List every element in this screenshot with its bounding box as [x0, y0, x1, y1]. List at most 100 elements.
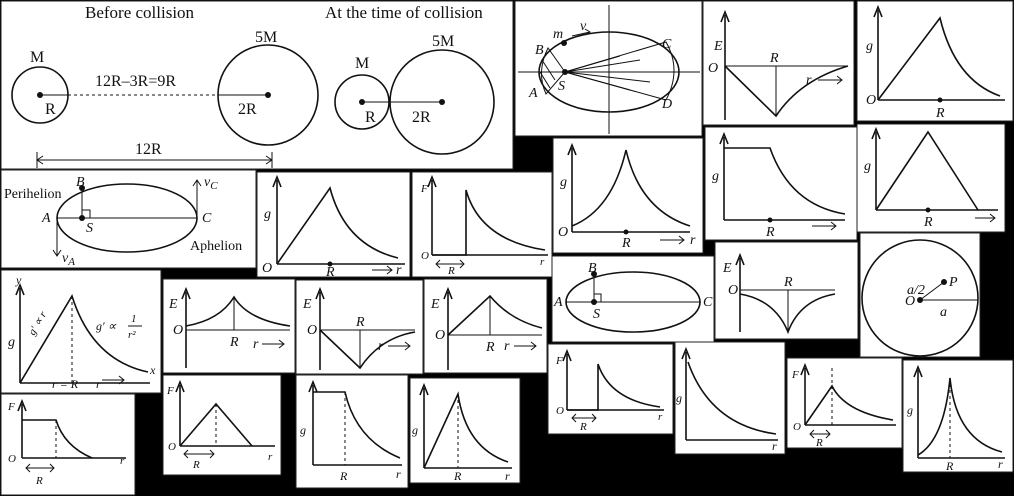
panel-g-cusp: g O R r [552, 137, 704, 254]
origin-label: O [866, 93, 876, 108]
radius-label: R [935, 106, 945, 121]
inverse-numerator: 1 [131, 313, 137, 325]
at-collision-title: At the time of collision [325, 3, 483, 22]
axis-r-label: r [396, 467, 401, 481]
radius-small-label-2: R [365, 109, 376, 126]
radius-label: R [355, 315, 365, 330]
axis-r-label: r [690, 233, 696, 248]
axis-x-label: x [149, 363, 156, 377]
axis-y-label: y [15, 273, 22, 287]
radius-label: R [447, 265, 455, 277]
radius-label: R [783, 275, 793, 290]
panel-f-triangle: F O R r [162, 374, 282, 476]
origin-label: O [307, 323, 317, 338]
aphelion-label: Aphelion [190, 239, 242, 254]
origin-label: O [173, 323, 183, 338]
axis-e-label: E [168, 297, 178, 312]
point-a-label: A [41, 211, 51, 226]
axis-f-label: F [7, 401, 15, 413]
panel-areal-orbit: m v B A S C D [514, 0, 703, 137]
panel-f-peak: F O R [786, 357, 903, 449]
radius-label: R [765, 225, 775, 240]
axis-e-label: E [722, 261, 732, 276]
half-a-label: a/2 [907, 283, 925, 298]
panel-e-cusp: E O R [714, 241, 859, 340]
point-c-label: C [202, 211, 212, 226]
origin-label: O [262, 261, 272, 276]
axis-r-label: r [540, 256, 545, 268]
panel-sphere: a/2 P O a [859, 232, 981, 358]
axis-r-label: r [268, 451, 273, 463]
panel-ellipse-2: A B S C [551, 255, 715, 343]
panel-g-peak-3: g R r [409, 377, 521, 484]
vc-symbol: v [204, 175, 211, 190]
axis-r-label: r [96, 377, 101, 391]
point-a-label: A [553, 295, 563, 310]
panel-collision: Before collision At the time of collisio… [0, 0, 514, 170]
axis-r-label: r [772, 439, 777, 453]
mass-small-label-2: M [355, 55, 369, 72]
mass-m-label: m [553, 27, 563, 42]
origin-label: O [435, 328, 445, 343]
sun-s-label: S [593, 307, 600, 322]
radius-label: R [621, 236, 631, 251]
axis-f-label: F [420, 183, 428, 195]
axis-r-label: r [378, 339, 384, 354]
axis-r-label: r [998, 457, 1003, 471]
axis-r-label: r [253, 337, 259, 352]
axis-e-label: E [430, 297, 440, 312]
sun-s-label: S [558, 79, 565, 94]
axis-r-label: r [806, 73, 812, 88]
origin-label: O [558, 225, 568, 240]
axis-g-label: g [560, 175, 567, 190]
panel-e-ramp: E O R r [423, 278, 548, 374]
point-b-label: B [535, 43, 544, 58]
axis-f-label: F [791, 369, 799, 381]
axis-g-label: g [907, 403, 913, 417]
axis-g-label: g [712, 169, 719, 184]
sun-s-label: S [86, 221, 93, 236]
origin-label: O [8, 453, 16, 465]
point-d-label: D [661, 97, 672, 112]
point-b-label: B [76, 175, 85, 190]
panel-g-cusp-2: g R r [902, 359, 1014, 473]
axis-r-label: r [396, 263, 402, 278]
radius-label: R [35, 475, 43, 487]
vc-subscript: C [210, 180, 218, 192]
radius-label: R [453, 469, 462, 483]
radius-label: R [579, 421, 587, 433]
panel-e-valley: E O R r [702, 0, 855, 126]
panel-g-peak-1: g O R [856, 0, 1014, 122]
radius-label: R [192, 459, 200, 471]
panel-g-peak-2: g O R r [256, 171, 411, 280]
radius-a-label: a [940, 305, 947, 320]
axis-g-label: g [866, 39, 873, 54]
axis-f-label: F [166, 385, 174, 397]
point-a-label: A [528, 86, 538, 101]
velocity-a-label: vA [62, 251, 75, 268]
before-collision-title: Before collision [85, 3, 195, 22]
radius-label: R [229, 335, 239, 350]
radius-label: R [815, 437, 823, 449]
mass-big-label: 5M [255, 29, 277, 46]
origin-label: O [421, 250, 429, 262]
mass-big-label-2: 5M [432, 33, 454, 50]
axis-g-label: g [864, 159, 871, 174]
radius-label: R [485, 340, 495, 355]
panel-f-shell-2: F O R r [547, 343, 674, 435]
panel-f-flat: F O R r [0, 393, 136, 496]
inverse-denominator: r² [128, 329, 136, 341]
orbit-ellipse [538, 31, 680, 113]
radius-label: R [325, 265, 335, 280]
center-o-label: O [905, 294, 915, 309]
radius-big-label: 2R [238, 101, 257, 118]
radius-big-label-2: 2R [412, 109, 431, 126]
origin-label: O [793, 421, 801, 433]
velocity-v-label: v [580, 19, 587, 34]
point-c-label: C [703, 295, 713, 310]
perihelion-label: Perihelion [4, 187, 62, 202]
radius-label: R [945, 459, 954, 473]
inverse-relation-label: g′ ∝ [96, 319, 117, 333]
axis-e-label: E [713, 39, 723, 54]
